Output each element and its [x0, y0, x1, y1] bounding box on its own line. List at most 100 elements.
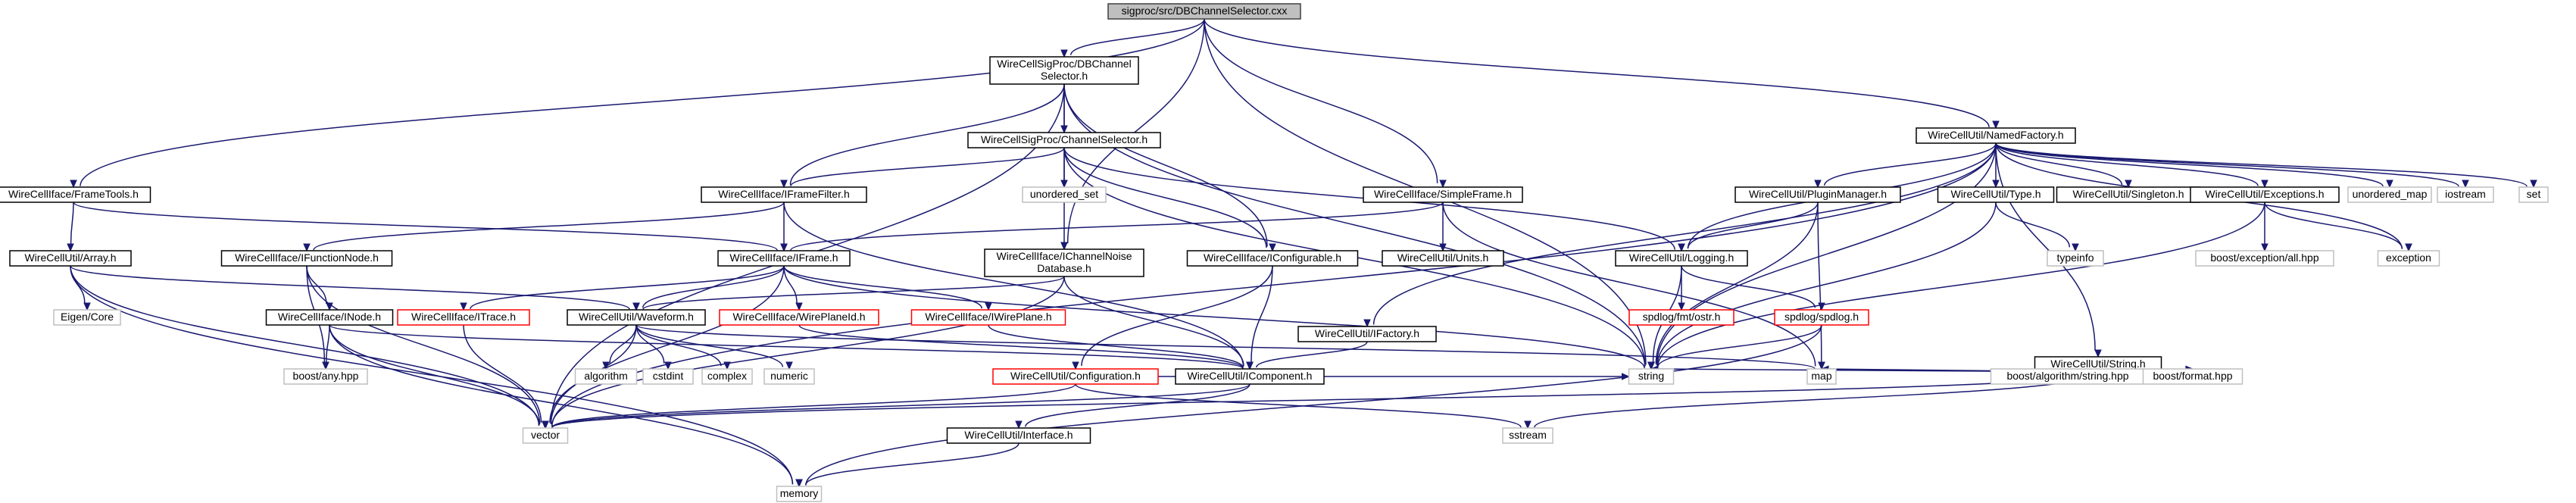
edge-array-to-eigen [70, 265, 91, 311]
node-box-sstream [1502, 427, 1553, 444]
node-typeinfo[interactable]: typeinfo [2047, 250, 2104, 267]
edge-namedfactory-to-pluginmanager [1814, 142, 1997, 189]
node-label-ifactory: WireCellUtil/IFactory.h [1315, 327, 1419, 339]
node-units[interactable]: WireCellUtil/Units.h [1382, 250, 1504, 267]
node-iframefilter[interactable]: WireCellIface/IFrameFilter.h [701, 186, 867, 203]
node-box-numeric [763, 368, 815, 385]
node-icomponent[interactable]: WireCellUtil/IComponent.h [1175, 368, 1325, 385]
edge-namedfactory-to-singleton [1995, 142, 2132, 189]
node-box-spdlog [1774, 309, 1869, 326]
node-box-iwireplane [910, 309, 1066, 326]
edge-iframe-to-iwireplaneid [783, 265, 803, 311]
node-label-dbcs: WireCellSigProc/DBChannel [997, 58, 1131, 70]
node-boostformat[interactable]: boost/format.hpp [2142, 368, 2243, 385]
node-label-pluginmanager: WireCellUtil/PluginManager.h [1749, 188, 1887, 200]
node-label-singleton: WireCellUtil/Singleton.h [2072, 188, 2184, 200]
node-dbcs[interactable]: WireCellSigProc/DBChannelSelector.h [989, 56, 1139, 85]
edge-type-to-typeinfo [1995, 202, 2079, 252]
node-box-set [2518, 186, 2549, 203]
node-set[interactable]: set [2518, 186, 2549, 203]
node-vector[interactable]: vector [522, 427, 569, 444]
node-box-configuration [992, 368, 1159, 385]
edge-icomponent-to-vector [542, 383, 1251, 430]
node-inode[interactable]: WireCellIface/INode.h [265, 309, 394, 326]
node-boostany[interactable]: boost/any.hpp [283, 368, 368, 385]
node-string[interactable]: string [1628, 368, 1675, 385]
node-interface[interactable]: WireCellUtil/Interface.h [946, 427, 1091, 444]
node-waveform[interactable]: WireCellUtil/Waveform.h [567, 309, 706, 326]
node-label-inode: WireCellIface/INode.h [278, 311, 381, 323]
node-type[interactable]: WireCellUtil/Type.h [1937, 186, 2055, 203]
node-unordered_map[interactable]: unordered_map [2347, 186, 2432, 203]
node-box-memory [776, 486, 823, 502]
node-iostream[interactable]: iostream [2437, 186, 2494, 203]
edge-iframe-to-waveform [632, 265, 785, 311]
node-pluginmanager[interactable]: WireCellUtil/PluginManager.h [1735, 186, 1901, 203]
node-box-type [1937, 186, 2055, 203]
node-array[interactable]: WireCellUtil/Array.h [9, 250, 132, 267]
edge-root-to-namedfactory [1204, 18, 2000, 130]
edge-iframe-to-itrace [460, 265, 785, 311]
node-exceptions[interactable]: WireCellUtil/Exceptions.h [2190, 186, 2340, 203]
node-complex[interactable]: complex [701, 368, 753, 385]
node-algorithm[interactable]: algorithm [574, 368, 638, 385]
edge-namedfactory-to-ifactory [1363, 142, 1997, 328]
node-frametools[interactable]: WireCellIface/FrameTools.h [0, 186, 151, 203]
node-configuration[interactable]: WireCellUtil/Configuration.h [992, 368, 1159, 385]
node-exception[interactable]: exception [2377, 250, 2440, 267]
edge-root-to-frametools [70, 18, 1205, 189]
edge-pluginmanager-to-logging [1678, 202, 1819, 252]
node-spdlog[interactable]: spdlog/spdlog.h [1774, 309, 1869, 326]
node-ifactory[interactable]: WireCellUtil/IFactory.h [1297, 326, 1437, 342]
node-box-vector [522, 427, 569, 444]
node-label-exceptions: WireCellUtil/Exceptions.h [2205, 188, 2324, 200]
node-namedfactory[interactable]: WireCellUtil/NamedFactory.h [1916, 127, 2076, 144]
node-label-ichnoise: Database.h [1037, 262, 1091, 274]
node-numeric[interactable]: numeric [763, 368, 815, 385]
node-logging[interactable]: WireCellUtil/Logging.h [1615, 250, 1748, 267]
node-label-cstdint: cstdint [653, 370, 684, 382]
node-iframe[interactable]: WireCellIface/IFrame.h [717, 250, 851, 267]
node-chansel[interactable]: WireCellSigProc/ChannelSelector.h [967, 132, 1161, 148]
node-label-waveform: WireCellUtil/Waveform.h [579, 311, 694, 323]
edge-namedfactory-to-vector [542, 142, 1997, 430]
node-ifunctionnode[interactable]: WireCellIface/IFunctionNode.h [220, 250, 393, 267]
edge-configuration-to-sstream [1075, 383, 1532, 430]
node-boostalgstr[interactable]: boost/algorithm/string.hpp [1990, 368, 2146, 385]
node-eigen[interactable]: Eigen/Core [53, 309, 121, 326]
node-label-unordered_map: unordered_map [2353, 188, 2428, 200]
node-iconfigurable[interactable]: WireCellIface/IConfigurable.h [1186, 250, 1359, 267]
node-root[interactable]: sigproc/src/DBChannelSelector.cxx [1107, 3, 1301, 20]
node-box-boostexc [2195, 250, 2334, 267]
node-box-logging [1615, 250, 1748, 267]
edge-chansel-to-iframefilter [780, 147, 1065, 189]
edge-namedfactory-to-unordered_map [1995, 142, 2393, 189]
node-box-chansel [967, 132, 1161, 148]
node-label-sstream: sstream [1509, 429, 1547, 441]
node-simpleframe[interactable]: WireCellIface/SimpleFrame.h [1363, 186, 1523, 203]
node-spdlogfmt[interactable]: spdlog/fmt/ostr.h [1628, 309, 1735, 326]
node-label-numeric: numeric [770, 370, 808, 382]
node-cstdint[interactable]: cstdint [642, 368, 694, 385]
node-label-itrace: WireCellIface/ITrace.h [411, 311, 516, 323]
node-label-eigen: Eigen/Core [61, 311, 114, 323]
edge-spdlog-to-string [1647, 324, 1822, 370]
node-iwireplane[interactable]: WireCellIface/IWirePlane.h [910, 309, 1066, 326]
node-label-frametools: WireCellIface/FrameTools.h [8, 188, 139, 200]
node-memory[interactable]: memory [776, 486, 823, 502]
edge-icomponent-to-interface [1015, 383, 1251, 430]
node-unordered_set[interactable]: unordered_set [1022, 186, 1107, 203]
node-iwireplaneid[interactable]: WireCellIface/WirePlaneId.h [719, 309, 879, 326]
node-singleton[interactable]: WireCellUtil/Singleton.h [2056, 186, 2201, 203]
node-box-iostream [2437, 186, 2494, 203]
node-itrace[interactable]: WireCellIface/ITrace.h [397, 309, 530, 326]
edge-pluginmanager-to-map [1817, 202, 1825, 370]
node-boostexc[interactable]: boost/exception/all.hpp [2195, 250, 2334, 267]
node-sstream[interactable]: sstream [1502, 427, 1553, 444]
edge-type-to-string [1647, 202, 1997, 370]
edge-namedfactory-to-set [1995, 142, 2537, 189]
node-map[interactable]: map [1806, 368, 1837, 385]
node-box-cstdint [642, 368, 694, 385]
